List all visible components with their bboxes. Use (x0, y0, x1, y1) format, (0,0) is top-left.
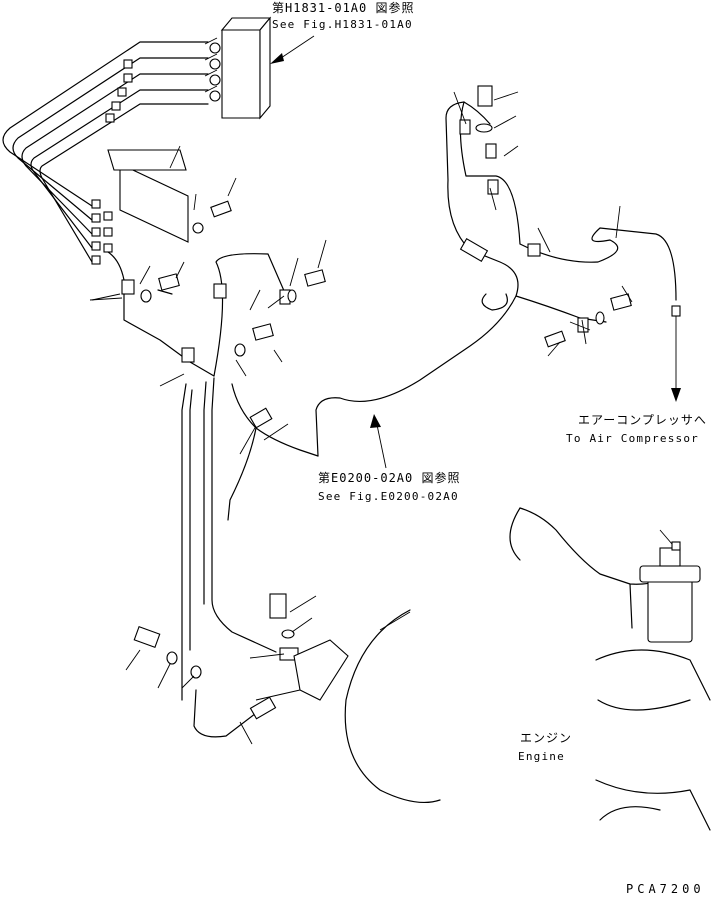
ref-fig-e0200-en: See Fig.E0200-02A0 (318, 490, 459, 503)
pointer-arrows (270, 35, 681, 469)
lower-bolts (133, 593, 349, 720)
engine-outline (344, 507, 711, 831)
engine-label-jp: エンジン (520, 731, 573, 745)
tubing (123, 101, 677, 738)
air-compressor-label-en: To Air Compressor (566, 432, 699, 445)
ref-fig-h1831-en: See Fig.H1831-01A0 (272, 18, 413, 31)
bracket-plate (107, 145, 237, 243)
left-clip-bolt (91, 261, 185, 303)
air-filter (639, 529, 701, 643)
ref-fig-e0200-jp: 第E0200-02A0 図参照 (318, 471, 461, 485)
leader-lines (89, 91, 633, 745)
fittings (181, 85, 681, 429)
ref-fig-h1831-jp: 第H1831-01A0 図参照 (272, 1, 415, 15)
air-compressor-label-jp: エアーコンプレッサへ (578, 413, 707, 427)
hose-bundle (2, 41, 209, 281)
engine-label-en: Engine (518, 750, 565, 763)
drawing-code: PCA7200 (626, 882, 705, 896)
valve-block (204, 16, 272, 120)
